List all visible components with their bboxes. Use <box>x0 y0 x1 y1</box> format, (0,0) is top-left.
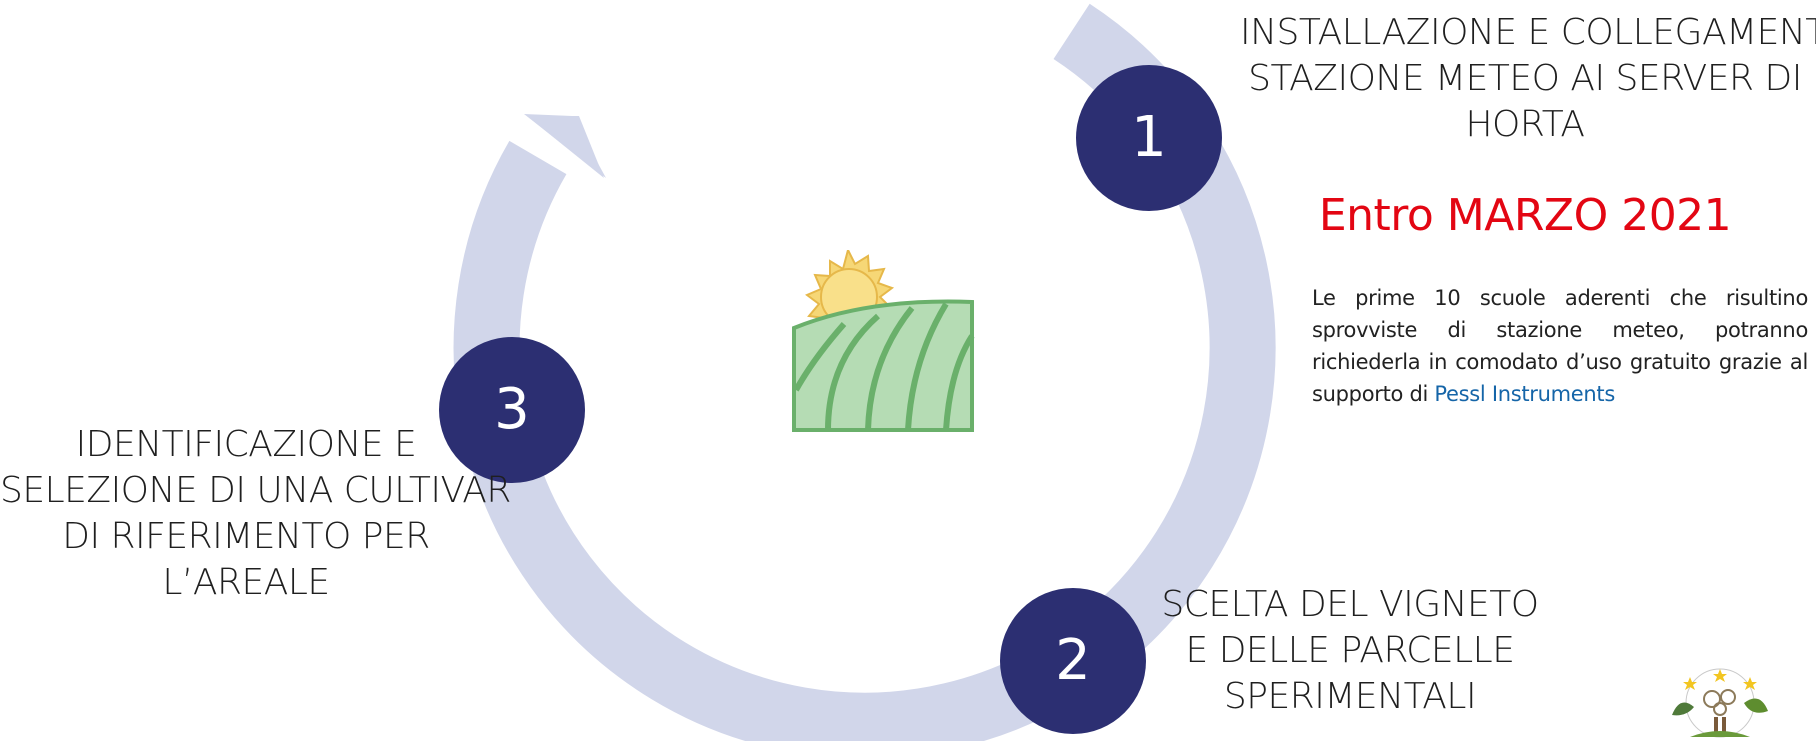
step-3-number-badge: 3 <box>439 337 585 483</box>
farm-field-sun-icon <box>792 250 975 432</box>
cycle-arrow-head-tip <box>527 116 604 178</box>
school-network-logo-icon <box>1672 668 1768 738</box>
step-3-title-line: DI RIFERIMENTO PER <box>62 516 430 557</box>
step-2-title-line: E DELLE PARCELLE <box>1185 630 1515 671</box>
step-1-number: 1 <box>1131 105 1167 170</box>
step-1-title-line: INSTALLAZIONE E COLLEGAMENTO <box>1240 12 1816 53</box>
step-1-deadline: Entro MARZO 2021 <box>1318 190 1732 241</box>
step-2-title-line: SCELTA DEL VIGNETO <box>1161 584 1539 625</box>
step-3-title-line: IDENTIFICAZIONE E <box>75 424 417 465</box>
step-2-number: 2 <box>1055 628 1091 693</box>
field-icon <box>792 299 975 432</box>
step-3-title-line: L’AREALE <box>162 562 330 603</box>
step-2-title-line: SPERIMENTALI <box>1223 676 1477 717</box>
step-1-note: Le prime 10 scuole aderenti che risultin… <box>1312 282 1808 410</box>
step-1-title: INSTALLAZIONE E COLLEGAMENTO STAZIONE ME… <box>1240 10 1816 148</box>
step-2-title: SCELTA DEL VIGNETO E DELLE PARCELLE SPER… <box>1160 582 1540 720</box>
step-3-title: IDENTIFICAZIONE E SELEZIONE DI UNA CULTI… <box>0 422 511 606</box>
step-1-title-line: HORTA <box>1465 104 1585 145</box>
step-1-title-line: STAZIONE METEO AI SERVER DI <box>1248 58 1802 99</box>
step-1-note-text: Le prime 10 scuole aderenti che risultin… <box>1312 286 1808 406</box>
step-1-number-badge: 1 <box>1076 65 1222 211</box>
step-3-title-line: SELEZIONE DI UNA CULTIVAR <box>0 470 511 511</box>
step-2-number-badge: 2 <box>1000 588 1146 734</box>
step-3-number: 3 <box>494 377 530 442</box>
sponsor-name: Pessl Instruments <box>1434 382 1615 406</box>
